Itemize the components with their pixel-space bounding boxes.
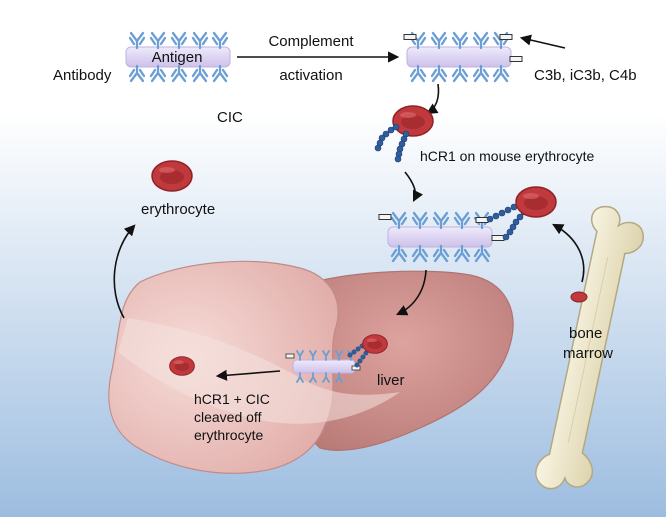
erythrocyte-label: erythrocyte xyxy=(141,201,215,218)
marrow-label: marrow xyxy=(563,345,613,362)
erythrocyte-free-icon xyxy=(151,160,193,192)
cic-in-liver xyxy=(285,334,388,383)
liver-icon xyxy=(108,260,514,474)
liver-label: liver xyxy=(377,372,405,389)
erythrocyte-icon xyxy=(392,105,434,137)
return-arrow xyxy=(113,224,136,319)
flow-arrow-2 xyxy=(404,171,424,203)
complement-tag-icon xyxy=(403,34,417,40)
complement-tag-icon xyxy=(509,56,523,62)
cic-complex-opsonized xyxy=(403,31,523,83)
cic-complex-top-left xyxy=(125,31,231,83)
complement-tag-icon xyxy=(499,34,513,40)
antibody-label: Antibody xyxy=(53,67,112,84)
erythrocyte-released-icon xyxy=(169,356,195,376)
activation-label: activation xyxy=(279,67,342,84)
hcr1-bead-chain-icon xyxy=(374,123,410,163)
cic-bound-to-erythrocyte xyxy=(378,186,557,263)
fragment-pointer-arrow xyxy=(519,34,566,49)
complement-fragments-label: C3b, iC3b, C4b xyxy=(534,67,637,84)
complement-label: Complement xyxy=(268,33,354,50)
antigen-label: Antigen xyxy=(152,49,203,66)
bone-to-complex-arrow xyxy=(552,223,585,283)
bone-icon xyxy=(535,205,644,490)
flow-arrow-3 xyxy=(395,269,427,316)
cleaved-label-2: cleaved off xyxy=(194,409,262,425)
cleaved-label-3: erythrocyte xyxy=(194,427,263,443)
cleavage-arrow xyxy=(215,369,281,381)
cleaved-label-1: hCR1 + CIC xyxy=(194,391,270,407)
erythrocyte-small-icon xyxy=(570,291,588,303)
flow-arrow-1 xyxy=(426,83,440,115)
bone-label: bone xyxy=(569,325,602,342)
hcr1-label: hCR1 on mouse erythrocyte xyxy=(420,148,595,164)
cic-label: CIC xyxy=(217,109,243,126)
